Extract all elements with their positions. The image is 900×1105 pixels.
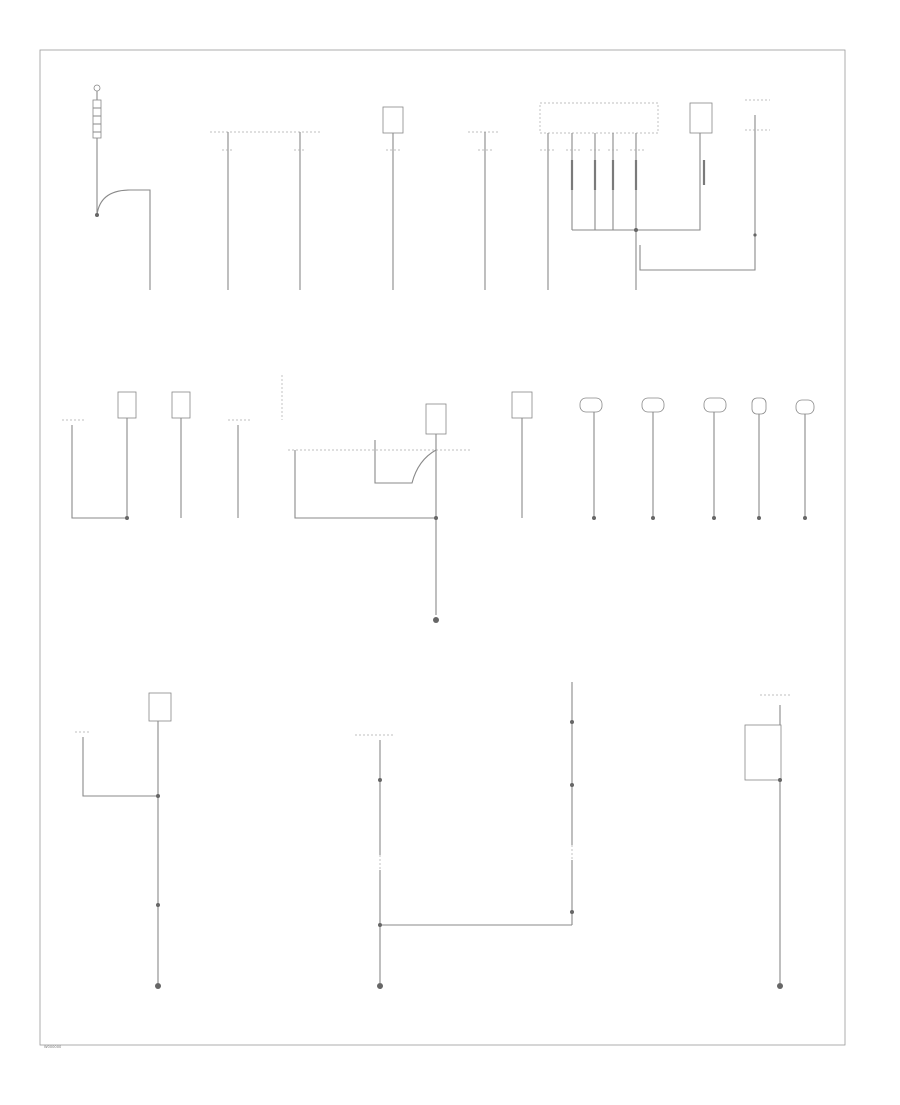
section-middle [62,375,815,623]
component-bottom-4 [570,682,574,925]
component-top-7 [639,99,770,271]
component-mid-1 [62,419,127,519]
component-mid-7 [641,397,665,520]
component-mid-10 [795,399,815,520]
diagram-code: W000000 [44,1045,62,1049]
component-top-6 [689,102,713,190]
section-top [92,84,770,290]
component-mid-9 [751,397,767,520]
component-mid-2 [117,391,137,520]
component-top-4 [468,131,498,290]
component-bottom-5 [744,694,790,989]
component-mid-3 [171,391,191,518]
component-bottom-3 [355,734,572,989]
component-mid-5 [511,391,533,518]
component-top-2 [210,131,320,290]
section-bottom [75,682,790,989]
component-mid-center [281,375,470,623]
component-mid-6 [579,397,603,520]
component-top-3 [382,106,404,290]
diagram-border [39,49,846,1046]
component-mid-4 [228,419,250,518]
battery-symbol [92,84,151,290]
component-mid-8 [703,397,727,520]
component-bottom-1 [75,731,158,797]
component-bottom-2 [148,692,172,989]
component-top-5 [539,102,701,290]
